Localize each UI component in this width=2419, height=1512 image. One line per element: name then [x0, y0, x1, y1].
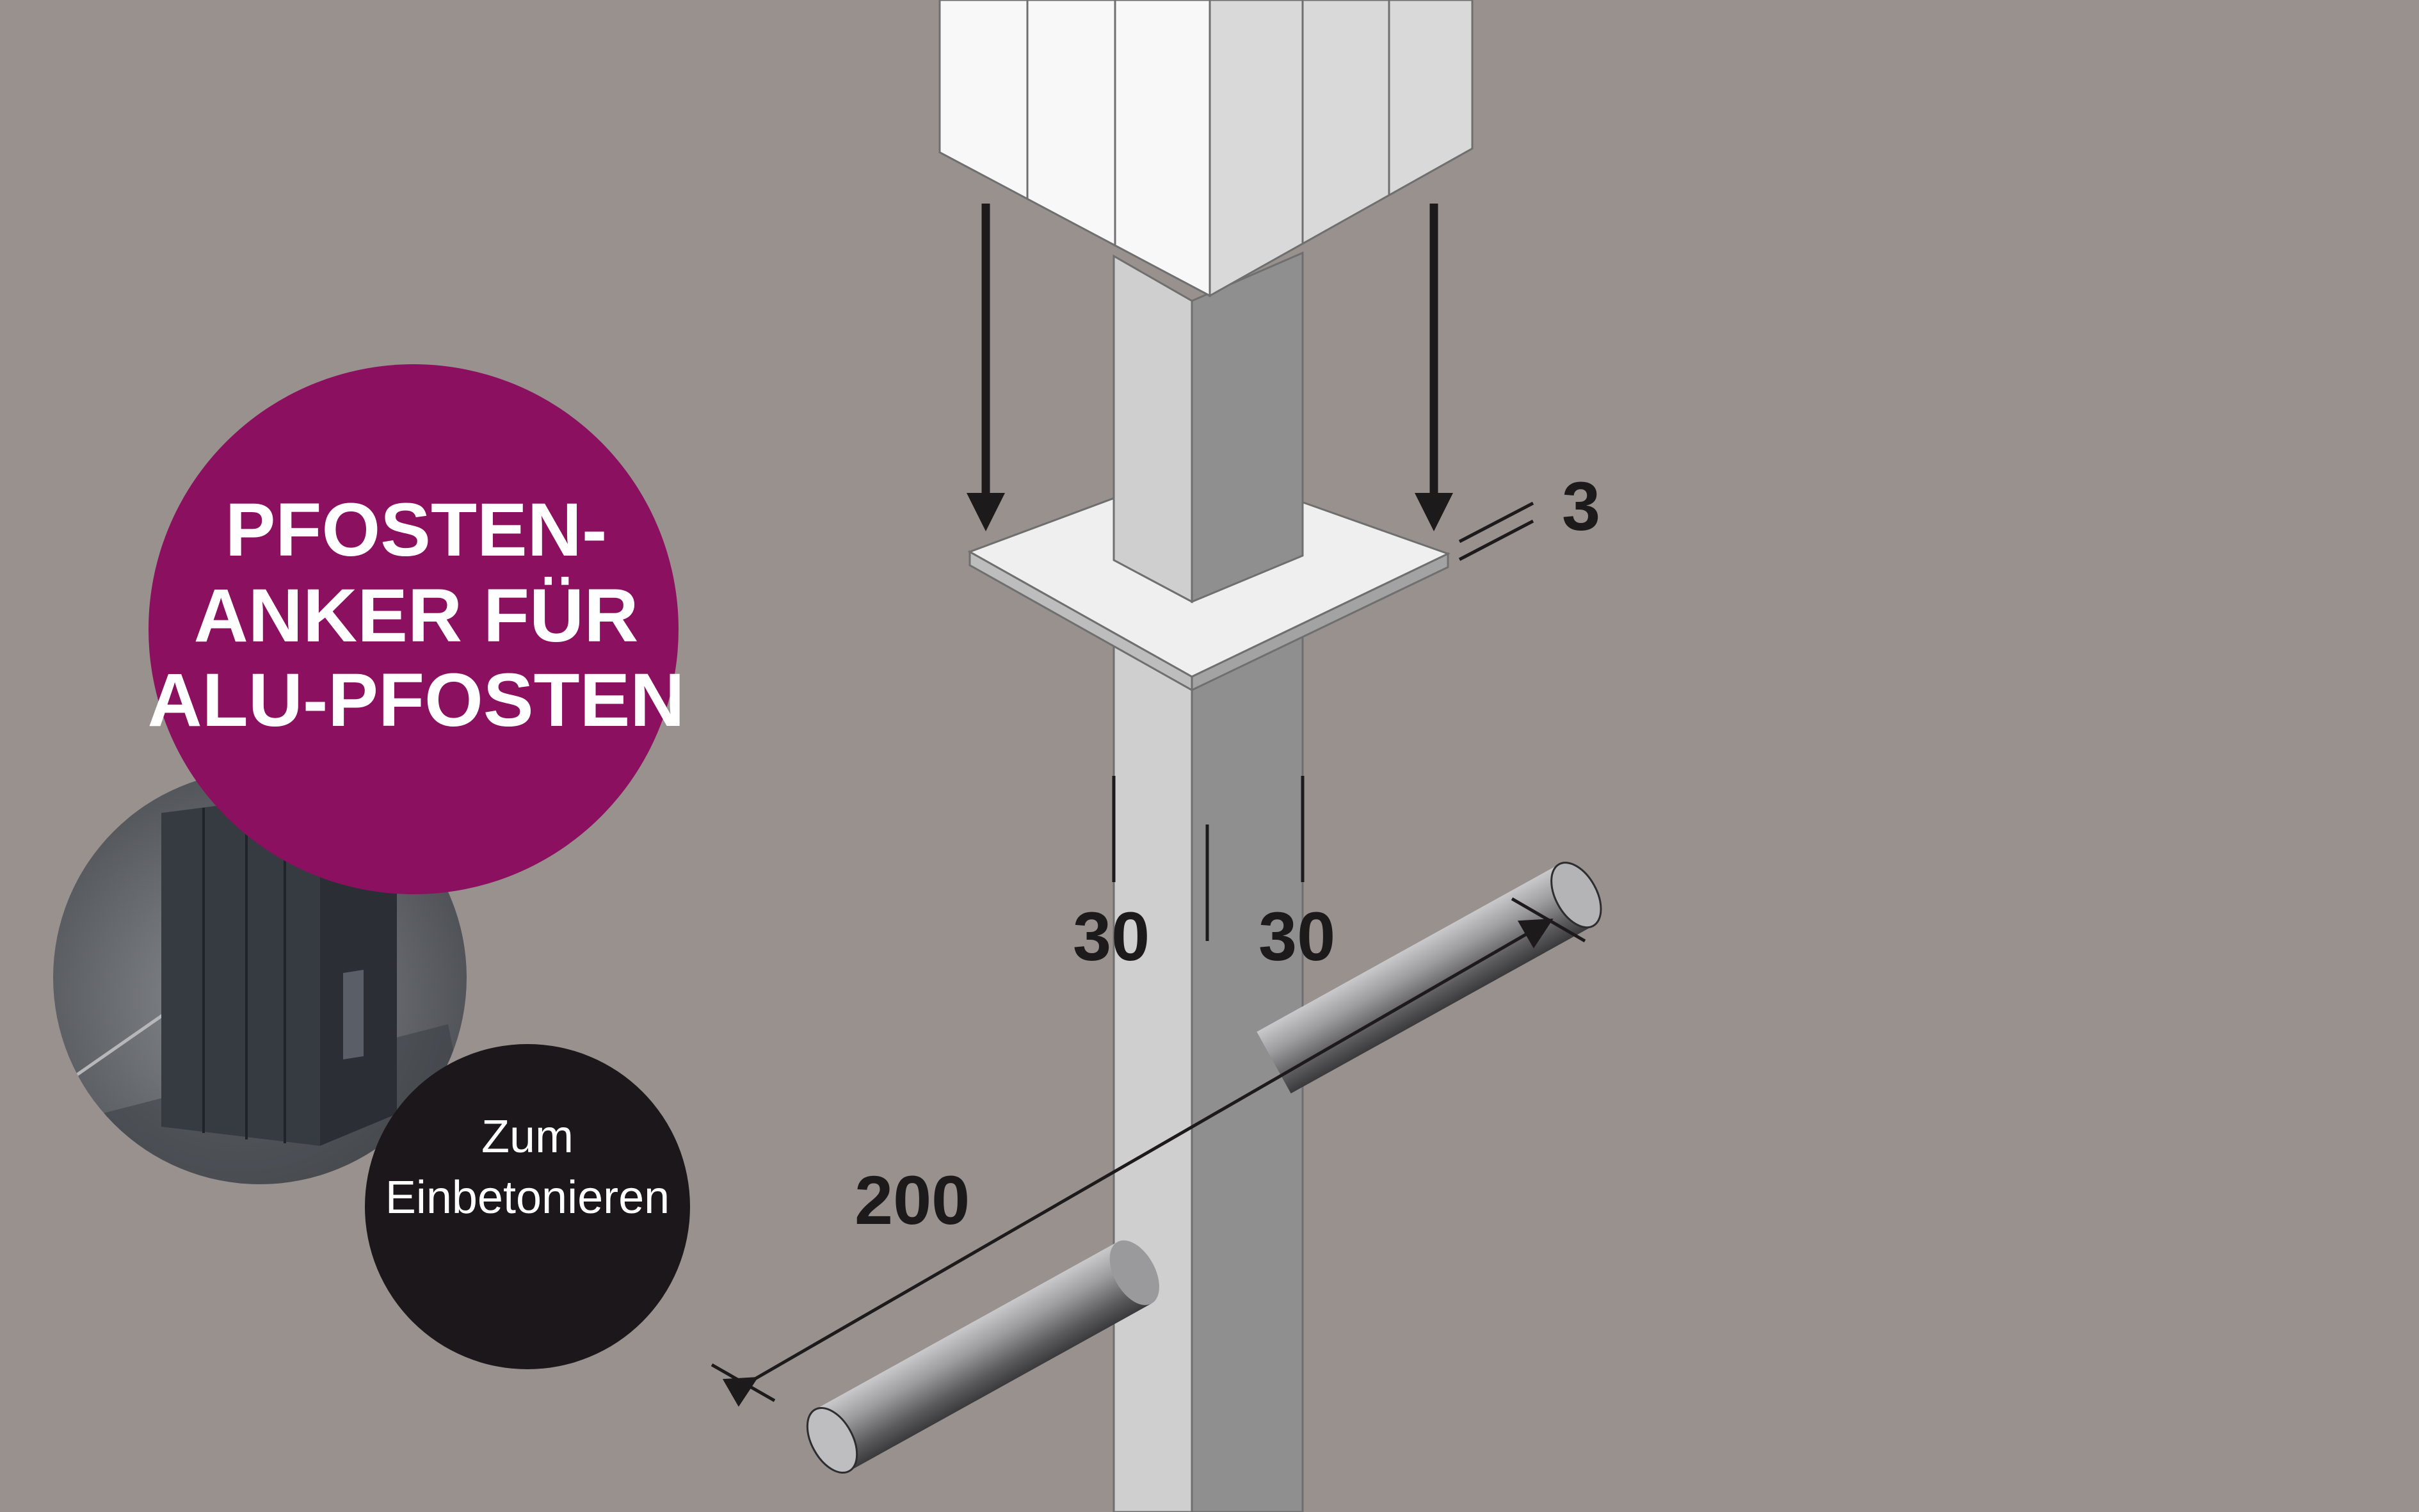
dimension-bar-length-label: 200: [855, 1161, 970, 1239]
sub-badge-line2: Einbetonieren: [385, 1172, 670, 1223]
rebar-rod-end-left: [806, 1406, 858, 1474]
sub-badge-line1: Zum: [481, 1111, 574, 1162]
title-badge-circle: [149, 364, 679, 894]
post-upper-right-face: [1191, 251, 1304, 604]
title-badge-line3: ALU-PFOSTEN: [147, 658, 684, 743]
alu-post-cover: [938, 0, 1474, 298]
dimension-plate-thickness: 3: [1458, 467, 1600, 561]
alu-post-cover-right-face: [1209, 0, 1474, 298]
rebar-rod-front: [815, 1242, 1152, 1472]
title-badge-line1: PFOSTEN-: [225, 488, 607, 572]
photo-post-slot: [343, 970, 364, 1059]
rebar-rod-end-right: [1550, 862, 1602, 929]
post-lower-left-face: [1113, 593, 1193, 1512]
post-upper-left-face: [1113, 254, 1193, 604]
dimension-extension-line: [711, 1363, 776, 1403]
dimension-bar-length: 200: [711, 897, 1586, 1407]
photo-post-front: [161, 792, 320, 1146]
sub-badge-circle: [365, 1044, 690, 1369]
dimension-line: [1458, 501, 1534, 543]
arrow-down-right-head: [1415, 493, 1453, 531]
dimension-post-width-left-label: 30: [1073, 897, 1150, 975]
dimension-line: [1458, 519, 1534, 561]
title-badge: PFOSTEN- ANKER FÜR ALU-PFOSTEN: [147, 364, 685, 894]
arrow-down-left-head: [967, 493, 1005, 531]
post-upper: [1113, 251, 1304, 604]
sub-badge: Zum Einbetonieren: [365, 1044, 690, 1369]
dimension-post-width-right-label: 30: [1258, 897, 1335, 975]
dimension-line-bar-length: [722, 919, 1554, 1407]
dimension-plate-thickness-label: 3: [1562, 467, 1600, 545]
title-badge-line2: ANKER FÜR: [194, 574, 639, 658]
mounting-arrows: [967, 204, 1453, 531]
alu-post-cover-left-face: [938, 0, 1211, 298]
